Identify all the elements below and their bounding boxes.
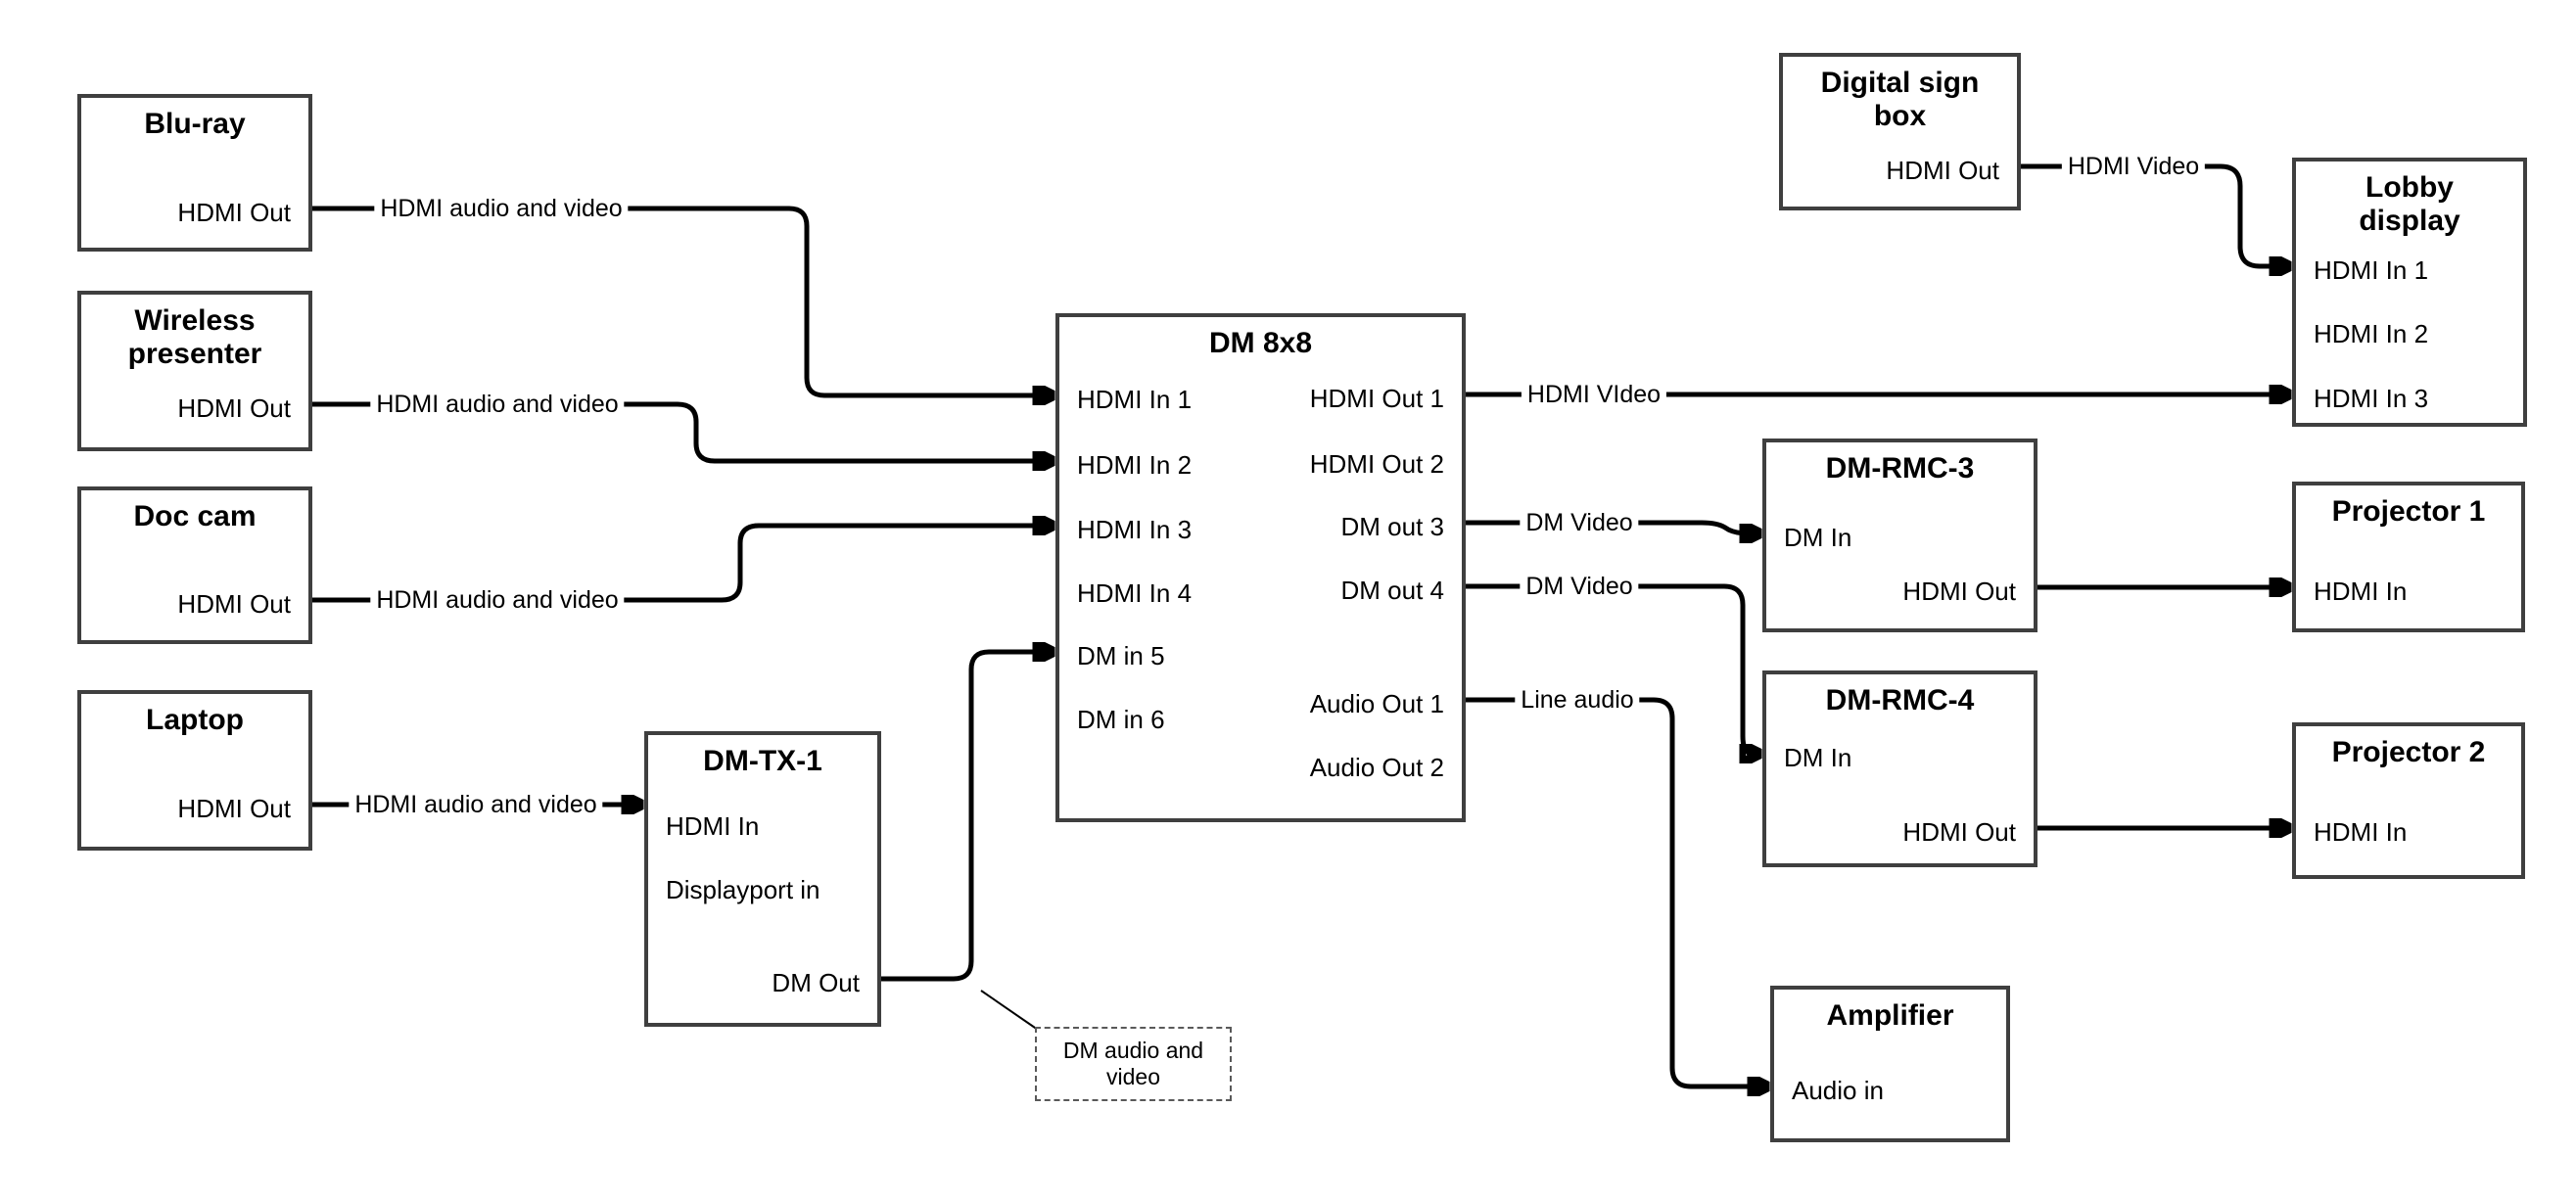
wire-label-hdmi-video-typo: HDMI VIdeo xyxy=(1521,380,1667,409)
wire-label-laptop: HDMI audio and video xyxy=(349,790,603,819)
node-title: Projector 1 xyxy=(2331,495,2486,528)
node-title: Lobby display xyxy=(2359,171,2460,237)
port-displayport-in: Displayport in xyxy=(666,875,820,904)
node-dm-8x8[interactable]: DM 8x8 HDMI In 1 HDMI In 2 HDMI In 3 HDM… xyxy=(1055,313,1466,822)
port-hdmi-in-3: HDMI In 3 xyxy=(2314,384,2429,413)
port-dm-in-6: DM in 6 xyxy=(1077,705,1165,734)
node-wireless-presenter[interactable]: Wireless presenter HDMI Out xyxy=(77,291,312,451)
port-hdmi-in-1: HDMI In 1 xyxy=(2314,255,2429,285)
port-hdmi-in-1: HDMI In 1 xyxy=(1077,385,1193,414)
port-hdmi-out: HDMI Out xyxy=(1886,156,1999,185)
node-doc-cam[interactable]: Doc cam HDMI Out xyxy=(77,486,312,644)
port-hdmi-out: HDMI Out xyxy=(177,589,291,619)
node-title: DM-TX-1 xyxy=(703,745,822,777)
node-title: DM 8x8 xyxy=(1208,327,1313,359)
port-dm-in: DM In xyxy=(1784,523,1852,552)
node-dm-rmc-3[interactable]: DM-RMC-3 DM In HDMI Out xyxy=(1762,439,2037,632)
port-dm-out-4: DM out 4 xyxy=(1340,576,1445,605)
node-title: Projector 2 xyxy=(2331,736,2486,768)
wire-label-dm-video-3: DM Video xyxy=(1520,508,1639,537)
node-bluray[interactable]: Blu-ray HDMI Out xyxy=(77,94,312,252)
node-lobby-display[interactable]: Lobby display HDMI In 1 HDMI In 2 HDMI I… xyxy=(2292,158,2527,427)
node-title: Wireless presenter xyxy=(127,304,262,370)
node-title: Doc cam xyxy=(133,500,257,532)
wire-dmout4-to-dmrmc4 xyxy=(1466,583,1758,754)
node-dm-rmc-4[interactable]: DM-RMC-4 DM In HDMI Out xyxy=(1762,670,2037,867)
wire-label-bluray: HDMI audio and video xyxy=(374,194,629,223)
node-title: Laptop xyxy=(146,704,244,736)
node-title: DM-RMC-4 xyxy=(1825,684,1975,716)
wire-audioout1-to-amplifier xyxy=(1466,697,1766,1086)
wire-label-hdmi-video: HDMI Video xyxy=(2061,152,2206,181)
note-text: DM audio and video xyxy=(1062,1038,1204,1089)
node-dm-tx-1[interactable]: DM-TX-1 HDMI In Displayport in DM Out xyxy=(644,731,881,1027)
node-title: Blu-ray xyxy=(144,108,246,140)
port-dm-out-3: DM out 3 xyxy=(1340,512,1445,541)
wire-label-doccam: HDMI audio and video xyxy=(370,585,625,615)
port-hdmi-out: HDMI Out xyxy=(177,198,291,227)
port-hdmi-out: HDMI Out xyxy=(177,393,291,423)
port-hdmi-in: HDMI In xyxy=(2314,817,2408,847)
node-laptop[interactable]: Laptop HDMI Out xyxy=(77,690,312,851)
node-title: Amplifier xyxy=(1826,999,1954,1032)
node-amplifier[interactable]: Amplifier Audio in xyxy=(1770,986,2010,1142)
wire-bluray-to-dm8x8 xyxy=(312,206,1052,395)
node-title: Digital sign box xyxy=(1820,67,1980,132)
wire-wireless-to-dm8x8 xyxy=(312,401,1052,461)
port-audio-out-2: Audio Out 2 xyxy=(1309,753,1444,782)
node-projector-2[interactable]: Projector 2 HDMI In xyxy=(2292,722,2525,879)
port-hdmi-in-4: HDMI In 4 xyxy=(1077,578,1193,608)
note-callout-line xyxy=(980,990,1039,1031)
port-dm-in-5: DM in 5 xyxy=(1077,641,1165,670)
wire-dmout3-to-dmrmc3 xyxy=(1466,520,1758,533)
port-hdmi-in-2: HDMI In 2 xyxy=(1077,450,1193,480)
port-hdmi-in: HDMI In xyxy=(2314,577,2408,606)
node-digital-sign-box[interactable]: Digital sign box HDMI Out xyxy=(1779,53,2021,210)
wire-label-dm-video-4: DM Video xyxy=(1520,572,1639,601)
node-title: DM-RMC-3 xyxy=(1825,452,1975,485)
wire-digitalsign-to-lobby xyxy=(2021,163,2288,266)
port-hdmi-out: HDMI Out xyxy=(1902,577,2016,606)
note-dm-audio-video: DM audio and video xyxy=(1035,1027,1232,1101)
port-hdmi-out-2: HDMI Out 2 xyxy=(1309,449,1444,479)
wire-doccam-to-dm8x8 xyxy=(312,526,1052,603)
port-audio-in: Audio in xyxy=(1792,1076,1884,1105)
port-hdmi-in-3: HDMI In 3 xyxy=(1077,515,1193,544)
port-hdmi-out: HDMI Out xyxy=(177,794,291,823)
node-projector-1[interactable]: Projector 1 HDMI In xyxy=(2292,482,2525,632)
port-hdmi-out: HDMI Out xyxy=(1902,817,2016,847)
port-dm-in: DM In xyxy=(1784,743,1852,772)
wire-label-wireless: HDMI audio and video xyxy=(370,390,625,419)
wire-label-line-audio: Line audio xyxy=(1515,685,1640,715)
port-hdmi-out-1: HDMI Out 1 xyxy=(1309,384,1444,413)
port-hdmi-in: HDMI In xyxy=(666,811,760,841)
port-hdmi-in-2: HDMI In 2 xyxy=(2314,319,2429,348)
wire-dmtx1-to-dm8x8 xyxy=(881,652,1052,982)
port-audio-out-1: Audio Out 1 xyxy=(1309,689,1444,718)
port-dm-out: DM Out xyxy=(772,968,860,997)
